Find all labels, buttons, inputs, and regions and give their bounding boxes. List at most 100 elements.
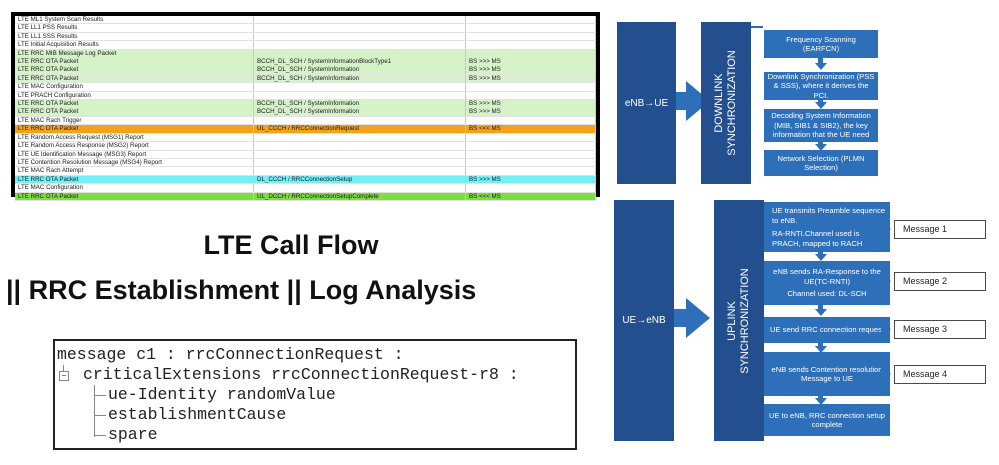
log-row[interactable]: LTE RRC MIB Message Log Packet [15, 49, 596, 59]
down-arrow-icon [815, 144, 827, 151]
tree-line [94, 435, 106, 436]
down-arrow-icon [815, 63, 827, 70]
downlink-arrow-stem [676, 92, 686, 110]
log-cell-c3: BS <<< MS [465, 124, 596, 134]
log-cell-c3 [465, 40, 596, 50]
log-row[interactable]: LTE Initial Acquisition Results [15, 40, 596, 50]
log-cell-c3 [465, 32, 596, 42]
log-row[interactable]: LTE Random Access Response (MSG2) Report [15, 141, 596, 151]
log-row[interactable]: LTE MAC Configuration [15, 183, 596, 193]
message-1-arrow-icon [881, 222, 891, 236]
log-cell-c3 [465, 141, 596, 151]
log-row[interactable]: LTE MAC Configuration [15, 82, 596, 92]
uplink-sync-box: UPLINK SYNCHRONIZATION [714, 200, 764, 441]
tree-line [63, 365, 64, 371]
log-cell-c1: LTE RRC OTA Packet [15, 175, 254, 185]
uplink-step-2-line-1: eNB sends RA-Response to the UE(TC-RNTI) [773, 267, 881, 286]
code-line-spare: spare [108, 425, 158, 444]
log-cell-c3 [465, 133, 596, 143]
log-row[interactable]: LTE MAC Rach Attempt [15, 166, 596, 176]
log-cell-c3 [465, 158, 596, 168]
log-cell-c1: LTE Contention Resolution Message (MSG4)… [15, 158, 254, 168]
log-cell-c2 [253, 158, 466, 168]
code-line-establishment-cause: establishmentCause [108, 405, 287, 424]
log-row[interactable]: LTE UE Identification Message (MSG3) Rep… [15, 150, 596, 159]
log-row[interactable]: LTE MAC Rach Trigger [15, 116, 596, 126]
uplink-step-1-line-2: RA-RNTI.Channel used is PRACH, mapped to… [772, 229, 863, 248]
message-1-box: Message 1 [894, 220, 986, 239]
log-cell-c1: LTE Random Access Request (MSG1) Report [15, 133, 254, 143]
log-cell-c3 [465, 183, 596, 193]
log-row[interactable]: LTE ML1 System Scan Results [15, 16, 596, 25]
log-cell-c2: BCCH_DL_SCH / SystemInformation [253, 99, 466, 109]
log-cell-c1: LTE RRC OTA Packet [15, 99, 254, 109]
arrow-stem [818, 58, 823, 65]
log-cell-c2: DL_CCCH / RRCConnectionSetup [253, 175, 466, 185]
log-cell-c1: LTE RRC OTA Packet [15, 65, 254, 75]
down-arrow-icon [815, 309, 827, 316]
log-cell-c2 [253, 32, 466, 42]
uplink-step-1: UE transmits Preamble sequence to eNB. R… [764, 202, 890, 252]
log-cell-c2: BCCH_DL_SCH / SystemInformation [253, 74, 466, 84]
message-4-arrow-icon [881, 367, 891, 381]
log-cell-c2 [253, 166, 466, 176]
arrow-stem [818, 343, 823, 348]
log-cell-c1: LTE UE Identification Message (MSG3) Rep… [15, 150, 254, 159]
arrow-stem [818, 305, 823, 311]
downlink-sync-label: SYNCHRONIZATION [726, 50, 738, 156]
collapse-icon[interactable]: − [59, 371, 69, 381]
uplink-arrow-stem [674, 309, 686, 327]
log-cell-c2: BCCH_DL_SCH / SystemInformationBlockType… [253, 57, 466, 67]
log-cell-c1: LTE MAC Rach Trigger [15, 116, 254, 126]
enb-to-ue-label: eNB→UE [624, 97, 669, 109]
log-cell-c3 [465, 49, 596, 59]
log-row[interactable]: LTE PRACH Configuration [15, 91, 596, 101]
uplink-sync-label: SYNCHRONIZATION [739, 267, 751, 374]
log-cell-c1: LTE RRC OTA Packet [15, 192, 254, 201]
log-cell-c3 [465, 150, 596, 159]
log-cell-c2 [253, 133, 466, 143]
tree-line [94, 415, 106, 416]
downlink-step-2: Downlink Synchronization (PSS & SSS), wh… [764, 72, 878, 100]
message-3-arrow-icon [881, 322, 891, 336]
down-arrow-icon [815, 346, 827, 353]
log-row[interactable]: LTE Random Access Request (MSG1) Report [15, 133, 596, 143]
log-row[interactable]: LTE Contention Resolution Message (MSG4)… [15, 158, 596, 168]
log-cell-c3: BS >>> MS [465, 74, 596, 84]
downlink-sync-box: DOWNLINK SYNCHRONIZATION [701, 22, 751, 184]
ue-to-enb-label: UE→eNB [622, 315, 666, 326]
log-cell-c2 [253, 82, 466, 92]
log-cell-c3: BS >>> MS [465, 175, 596, 185]
log-row[interactable]: LTE LL1 SSS Results [15, 32, 596, 42]
message-2-arrow-icon [881, 274, 891, 288]
page-subtitle: || RRC Establishment || Log Analysis [6, 275, 477, 305]
log-cell-c1: LTE MAC Configuration [15, 183, 254, 193]
log-cell-c2 [253, 116, 466, 126]
log-cell-c2 [253, 183, 466, 193]
log-cell-c2 [253, 40, 466, 50]
log-cell-c2: BCCH_DL_SCH / SystemInformation [253, 65, 466, 75]
log-cell-c1: LTE Initial Acquisition Results [15, 40, 254, 50]
log-cell-c1: LTE LL1 SSS Results [15, 32, 254, 42]
downlink-step-4: Network Selection (PLMN Selection) [764, 150, 878, 176]
code-line-message: message c1 : rrcConnectionRequest : [57, 345, 404, 364]
log-cell-c1: LTE PRACH Configuration [15, 91, 254, 101]
log-row[interactable]: LTE LL1 PSS Results [15, 23, 596, 33]
log-cell-c2 [253, 16, 466, 25]
log-cell-c2 [253, 23, 466, 33]
log-cell-c1: LTE RRC OTA Packet [15, 74, 254, 84]
enb-to-ue-box: eNB→UE [617, 22, 676, 184]
page-title: LTE Call Flow [203, 230, 379, 260]
log-cell-c1: LTE Random Access Response (MSG2) Report [15, 141, 254, 151]
log-cell-c3: BS >>> MS [465, 57, 596, 67]
downlink-bracket [751, 26, 763, 28]
